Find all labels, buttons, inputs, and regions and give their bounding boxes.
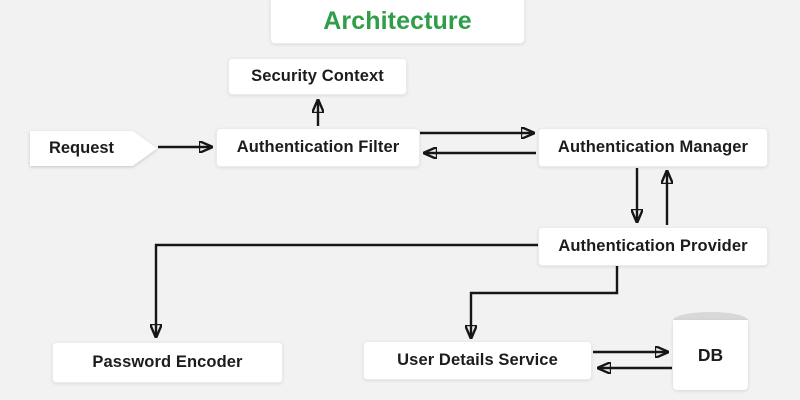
node-security-context: Security Context bbox=[228, 58, 407, 95]
node-authentication-filter: Authentication Filter bbox=[216, 128, 420, 167]
node-db-label: DB bbox=[697, 344, 724, 365]
request-pentagon-shape: Request bbox=[30, 131, 157, 166]
arrow-authentication-provider-to-password-encoder bbox=[156, 243, 538, 336]
node-security-context-label: Security Context bbox=[251, 67, 384, 85]
node-authentication-filter-label: Authentication Filter bbox=[236, 138, 400, 156]
node-authentication-manager-label: Authentication Manager bbox=[557, 138, 749, 156]
node-password-encoder-label: Password Encoder bbox=[92, 353, 243, 371]
node-db: DB bbox=[673, 312, 748, 390]
node-authentication-manager: Authentication Manager bbox=[538, 128, 768, 167]
node-request-label: Request bbox=[48, 139, 115, 157]
arrow-authentication-provider-to-user-details-service bbox=[471, 266, 619, 337]
node-authentication-provider-label: Authentication Provider bbox=[558, 237, 748, 255]
node-password-encoder: Password Encoder bbox=[52, 342, 283, 383]
diagram-title-text: Architecture bbox=[323, 6, 472, 35]
node-user-details-service-label: User Details Service bbox=[397, 351, 558, 369]
node-user-details-service: User Details Service bbox=[363, 341, 592, 380]
node-request: Request bbox=[30, 131, 157, 166]
node-authentication-provider: Authentication Provider bbox=[538, 227, 768, 266]
diagram-title: Architecture bbox=[270, 0, 525, 44]
db-cylinder-body: DB bbox=[673, 320, 748, 390]
